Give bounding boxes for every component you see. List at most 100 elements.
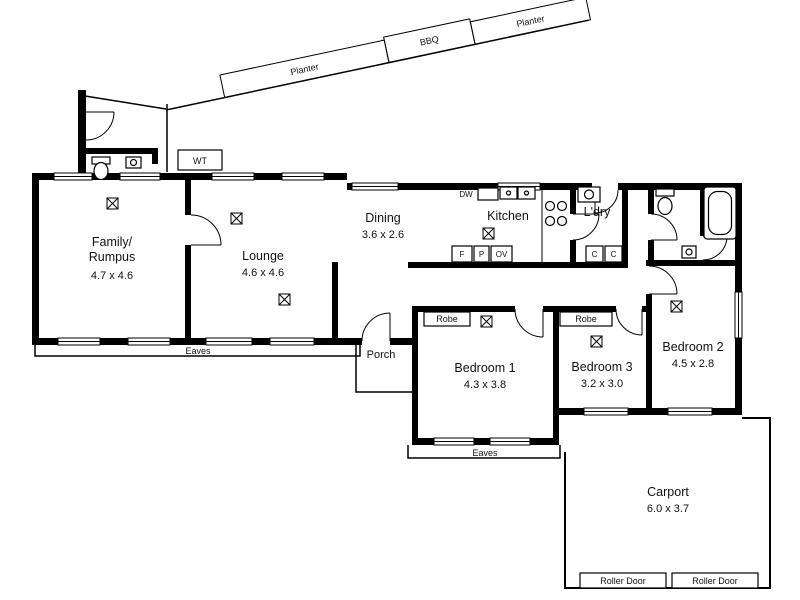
- toilet-icon: [655, 188, 675, 216]
- door-swing: [615, 308, 643, 336]
- roller-door-right-label: Roller Door: [692, 576, 738, 586]
- window: [351, 182, 399, 191]
- wall-segment: [32, 173, 39, 345]
- window: [211, 172, 255, 181]
- vent-icon: [480, 315, 493, 328]
- eaves-label-bedroom1: Eaves: [472, 448, 498, 458]
- cupboard-label-a: C: [592, 250, 598, 259]
- doors: [85, 111, 728, 342]
- family-room-dims: 4.7 x 4.6: [91, 270, 133, 282]
- planter-left-label: Planter: [290, 61, 320, 77]
- window: [583, 407, 629, 416]
- wall-segment: [622, 183, 628, 262]
- dining-name: Dining: [365, 211, 400, 225]
- wall-segment: [576, 262, 628, 268]
- vent-symbols: [106, 197, 683, 348]
- wall-segment: [648, 183, 654, 214]
- eaves-label-main: Eaves: [185, 346, 211, 356]
- wall-segment: [553, 306, 559, 445]
- oven-label: OV: [496, 250, 508, 259]
- porch-name: Porch: [367, 349, 396, 361]
- oven-box: [490, 245, 513, 263]
- annotation-labels: Eaves Eaves Robe Robe WT DW F P OV C C R…: [185, 156, 737, 586]
- basin-icon: [125, 156, 142, 169]
- robe-box-bedroom3: [559, 311, 613, 327]
- wall-segment: [185, 173, 191, 215]
- window: [433, 437, 475, 446]
- window: [205, 337, 253, 346]
- vent-icon: [106, 197, 119, 210]
- door-swing: [702, 235, 728, 261]
- dishwasher-icon: [477, 187, 499, 201]
- laundry-name: L'dry: [584, 205, 611, 219]
- robe-box-bedroom1: [423, 311, 471, 327]
- windows: [53, 172, 743, 446]
- bedroom2-name: Bedroom 2: [662, 340, 723, 354]
- vent-icon: [278, 293, 291, 306]
- wall-segment: [412, 306, 418, 445]
- wall-segment: [646, 260, 742, 266]
- fridge-box: [451, 245, 473, 263]
- robe-label-bedroom3: Robe: [575, 314, 597, 324]
- bedroom2-dims: 4.5 x 2.8: [672, 358, 714, 370]
- walls: [32, 90, 742, 445]
- cooktop-icon: [544, 200, 568, 227]
- wall-segment: [78, 90, 86, 180]
- vent-icon: [230, 212, 243, 225]
- door-swing: [85, 111, 115, 141]
- bedroom3-name: Bedroom 3: [571, 360, 632, 374]
- bedroom1-name: Bedroom 1: [454, 361, 515, 375]
- door-swing: [650, 213, 678, 241]
- cupboard-label-b: C: [611, 250, 617, 259]
- basin-icon: [681, 245, 697, 259]
- vent-icon: [670, 300, 683, 313]
- door-swing: [361, 312, 391, 342]
- window: [53, 172, 93, 181]
- fridge-label: F: [460, 250, 465, 259]
- planter-right-label: Planter: [516, 13, 546, 29]
- wall-segment: [32, 338, 362, 345]
- pantry-box: [473, 245, 490, 263]
- window: [281, 172, 325, 181]
- kitchen-name: Kitchen: [487, 209, 529, 223]
- vent-icon: [590, 335, 603, 348]
- roller-door-right-box: [671, 572, 759, 589]
- eaves-line-bedroom1: [407, 445, 561, 459]
- family-room-name-line2: Rumpus: [89, 250, 136, 264]
- porch-outline: [355, 345, 412, 393]
- vent-icon: [482, 227, 495, 240]
- window: [489, 437, 531, 446]
- window: [119, 172, 161, 181]
- window: [734, 291, 743, 339]
- window: [127, 337, 171, 346]
- carport-name: Carport: [647, 485, 689, 499]
- wall-segment: [408, 262, 576, 268]
- water-tank-label: WT: [193, 156, 207, 166]
- bedroom1-dims: 4.3 x 3.8: [464, 379, 506, 391]
- room-labels: Family/ Rumpus 4.7 x 4.6 Lounge 4.6 x 4.…: [89, 205, 724, 515]
- lounge-name: Lounge: [242, 249, 284, 263]
- fixtures: [91, 149, 737, 327]
- window: [269, 337, 315, 346]
- planter-strip: Planter BBQ Planter: [165, 0, 592, 111]
- wall-segment: [332, 262, 338, 345]
- carport-outline: [564, 417, 771, 589]
- planter-right-box: [469, 0, 592, 45]
- wall-segment: [347, 183, 592, 190]
- boundary-line: [84, 95, 167, 110]
- wall-segment: [646, 260, 652, 266]
- window: [57, 337, 101, 346]
- wall-segment: [570, 240, 576, 268]
- wall-segment: [570, 183, 576, 214]
- wall-segment: [543, 306, 616, 312]
- laundry-trough-icon: [577, 186, 601, 203]
- outlines: [34, 345, 771, 589]
- roller-door-left-label: Roller Door: [600, 576, 646, 586]
- roller-door-left-box: [579, 572, 667, 589]
- toilet-icon: [91, 156, 111, 181]
- eaves-line-main: [34, 345, 361, 357]
- door-swing: [190, 214, 222, 246]
- dishwasher-label: DW: [459, 190, 473, 199]
